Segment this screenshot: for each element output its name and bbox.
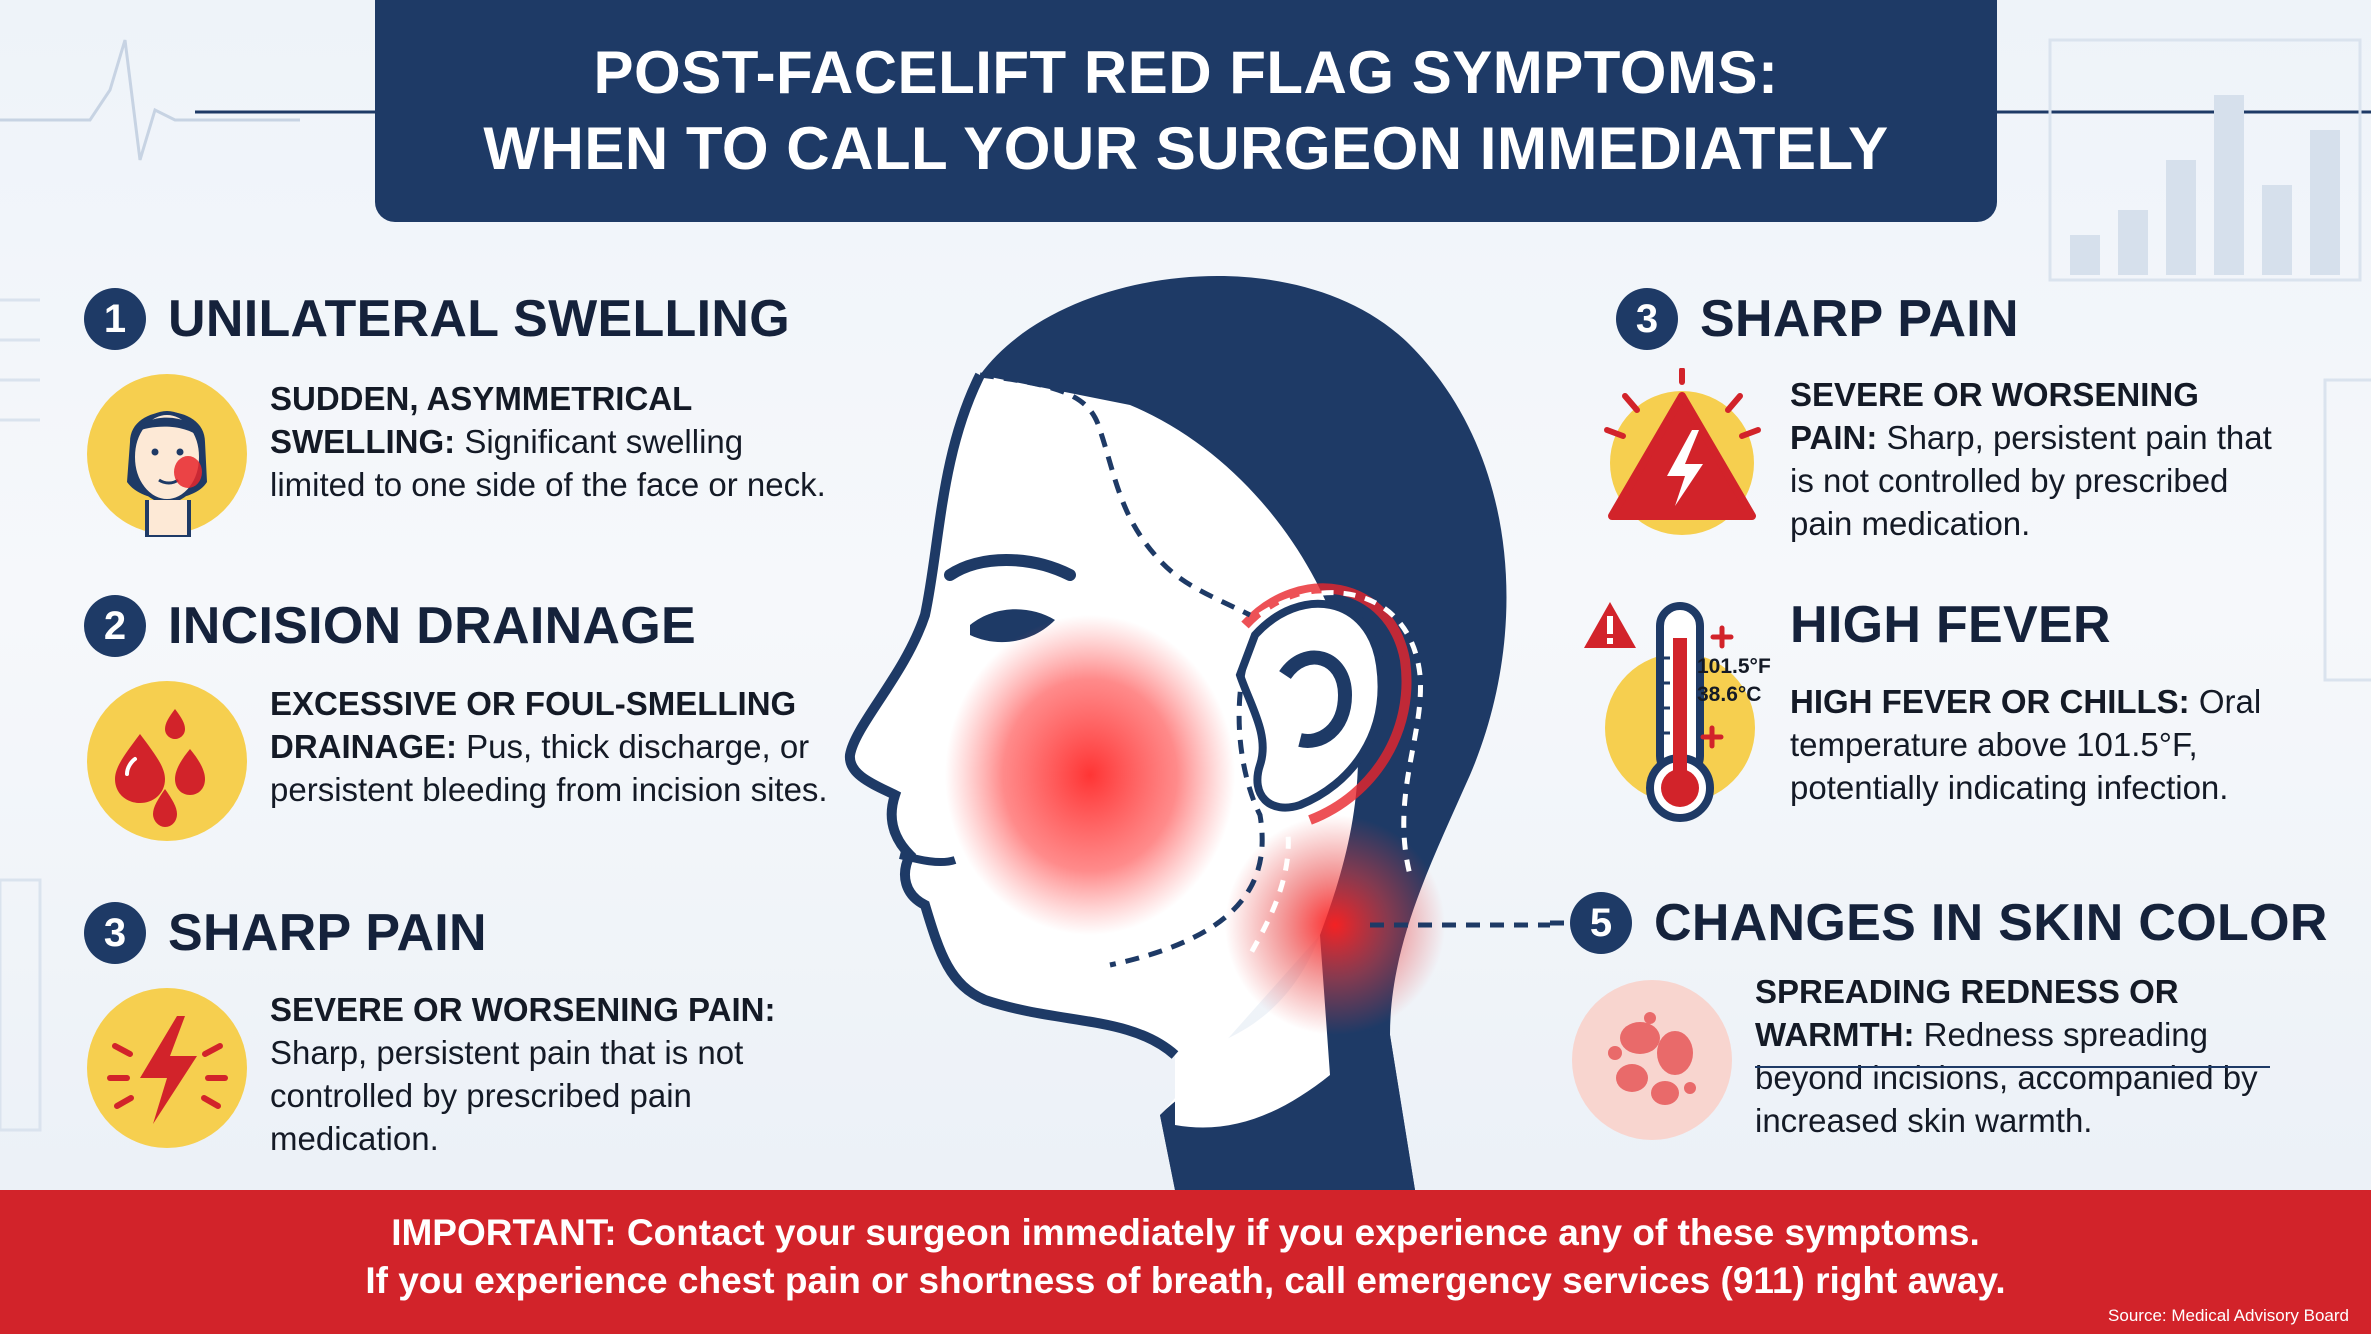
skin-redness-icon — [1572, 980, 1732, 1140]
section-5-divider — [1755, 1066, 2270, 1068]
number-badge: 3 — [84, 902, 146, 964]
section-2-description: EXCESSIVE OR FOUL-SMELLING DRAINAGE: Pus… — [270, 682, 830, 811]
number-badge: 1 — [84, 288, 146, 350]
section-title: INCISION DRAINAGE — [168, 597, 697, 655]
section-1-description: SUDDEN, ASYMMETRICAL SWELLING: Significa… — [270, 377, 830, 506]
title-line-2: WHEN TO CALL YOUR SURGEON IMMEDIATELY — [483, 115, 1889, 182]
section-3-description-right: SEVERE OR WORSENING PAIN: Sharp, persist… — [1790, 373, 2290, 545]
warning-triangle-icon — [1604, 368, 1761, 535]
face-swelling-icon — [87, 374, 247, 537]
blood-drops-icon — [87, 681, 247, 841]
lightning-bolt-icon — [87, 988, 247, 1148]
head-profile-illustration — [845, 275, 1550, 1191]
desc-bold: SPREADING REDNESS OR WARMTH: — [1755, 973, 2179, 1053]
title-line-1: POST-FACELIFT RED FLAG SYMPTOMS: — [593, 39, 1779, 106]
desc-bold: SEVERE OR WORSENING PAIN: — [1790, 376, 2199, 456]
desc-text: Significant swelling limited to one side… — [270, 423, 826, 503]
desc-text: Pus, thick discharge, or persistent blee… — [270, 728, 828, 808]
title-banner: POST-FACELIFT RED FLAG SYMPTOMS: WHEN TO… — [375, 0, 1997, 222]
desc-bold: SEVERE OR WORSENING PAIN: — [270, 991, 776, 1028]
section-title: SHARP PAIN — [1700, 290, 2019, 348]
source-credit: Source: Medical Advisory Board — [2108, 1306, 2349, 1325]
important-notice-bar: IMPORTANT: Contact your surgeon immediat… — [0, 1190, 2371, 1334]
number-badge: 2 — [84, 595, 146, 657]
notice-line-1: IMPORTANT: Contact your surgeon immediat… — [391, 1212, 1980, 1253]
number-badge: 5 — [1570, 892, 1632, 954]
section-3-heading-left: 3 SHARP PAIN — [84, 902, 487, 964]
number-badge: 3 — [1616, 288, 1678, 350]
desc-bold: SUDDEN, ASYMMETRICAL SWELLING: — [270, 380, 692, 460]
desc-text: Sharp, persistent pain that is not contr… — [270, 1034, 744, 1157]
notice-line-2: If you experience chest pain or shortnes… — [365, 1260, 2006, 1301]
desc-bold: HIGH FEVER OR CHILLS: — [1790, 683, 2190, 720]
section-title: HIGH FEVER — [1790, 596, 2111, 654]
section-5-heading: 5 CHANGES IN SKIN COLOR — [1570, 892, 2328, 954]
section-2-heading: 2 INCISION DRAINAGE — [84, 595, 696, 657]
section-title: CHANGES IN SKIN COLOR — [1654, 894, 2328, 952]
section-title: SHARP PAIN — [168, 904, 487, 962]
section-3-heading-right: 3 SHARP PAIN — [1616, 288, 2019, 350]
section-3-description-left: SEVERE OR WORSENING PAIN: Sharp, persist… — [270, 988, 830, 1160]
section-1-heading: 1 UNILATERAL SWELLING — [84, 288, 790, 350]
thermometer-icon — [1584, 602, 1755, 822]
desc-text: Oral temperature above 101.5°F, potentia… — [1790, 683, 2262, 806]
desc-bold: EXCESSIVE OR FOUL-SMELLING DRAINAGE: — [270, 685, 797, 765]
section-fever-description: HIGH FEVER OR CHILLS: Oral temperature a… — [1790, 680, 2330, 809]
section-5-description: SPREADING REDNESS OR WARMTH: Redness spr… — [1755, 970, 2285, 1142]
temperature-fahrenheit: 101.5°F — [1697, 655, 1771, 678]
section-title: UNILATERAL SWELLING — [168, 290, 790, 348]
section-fever-heading: HIGH FEVER — [1790, 595, 2111, 655]
desc-text: Sharp, persistent pain that is not contr… — [1790, 419, 2272, 542]
desc-text: Redness spreading beyond incisions, acco… — [1755, 1016, 2258, 1139]
temperature-celsius: 38.6°C — [1697, 683, 1762, 706]
